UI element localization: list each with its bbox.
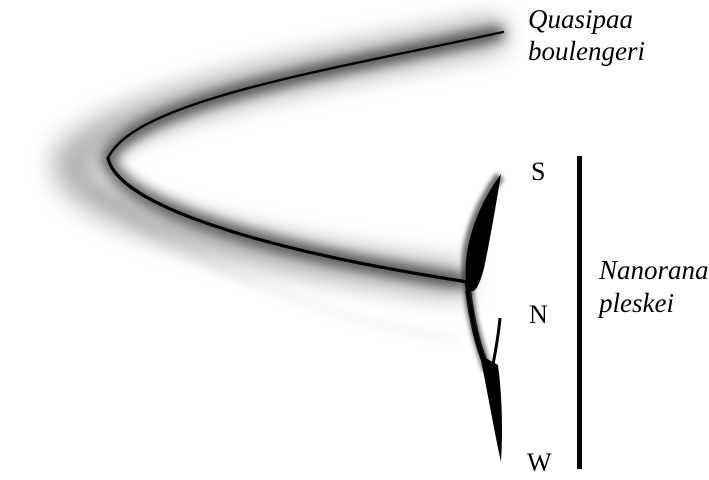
label-ingroup: Nanorana pleskei (597, 255, 709, 318)
clade-bracket-bar (577, 156, 582, 469)
population-labels: S N W (527, 157, 552, 477)
outgroup-species: boulengeri (528, 36, 645, 66)
population-label-w: W (527, 448, 552, 477)
clade-s-lobe (465, 174, 501, 292)
consensus-tree (106, 30, 505, 284)
branch-nanorana (106, 156, 470, 284)
population-label-n: N (529, 300, 548, 329)
population-label-s: S (531, 157, 545, 186)
clade-w-branch (480, 355, 502, 462)
tree-cloud-ghost-branch (88, 187, 461, 343)
tree-cloud-band (100, 25, 505, 289)
branch-quasipaa (106, 30, 505, 160)
nanorana-clade (461, 173, 505, 462)
outgroup-genus: Quasipaa (528, 4, 633, 34)
ingroup-genus: Nanorana (598, 255, 709, 285)
label-outgroup: Quasipaa boulengeri (528, 4, 645, 66)
ingroup-species: pleskei (597, 288, 674, 318)
